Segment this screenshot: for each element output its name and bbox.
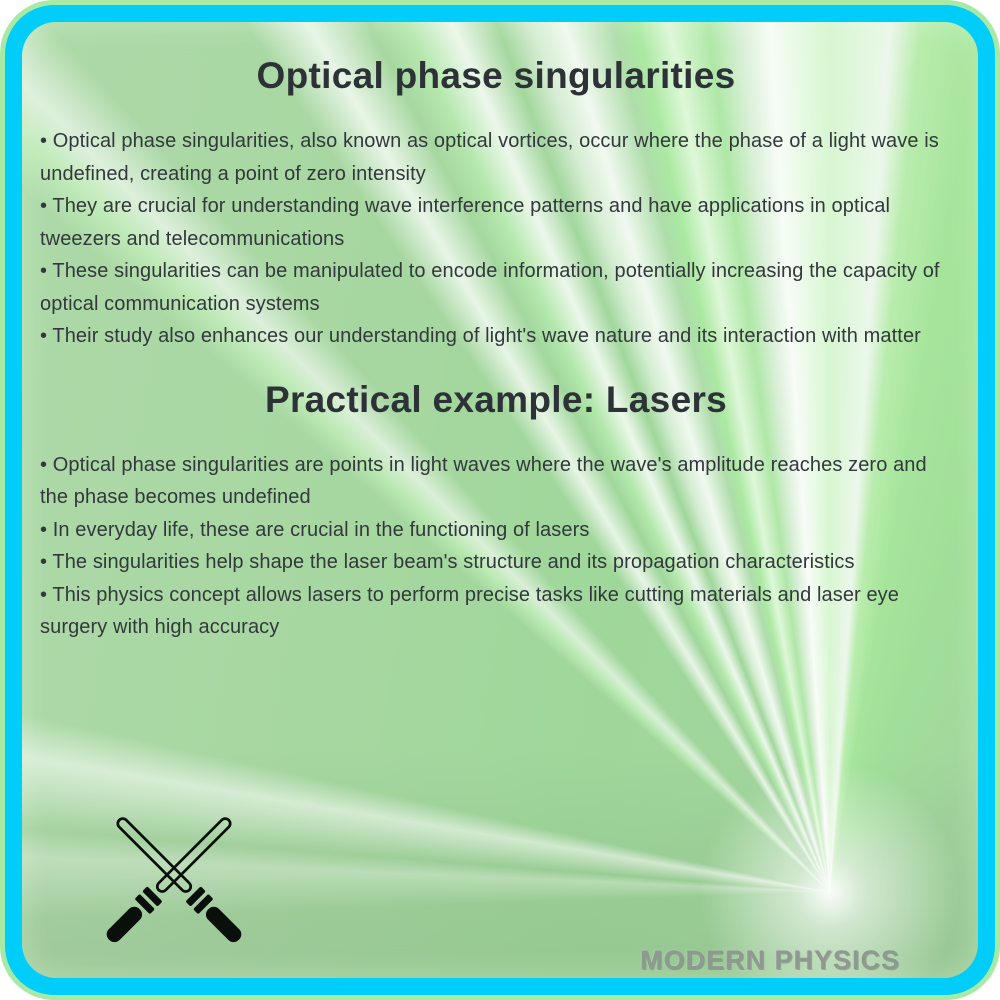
bullet-item: • Their study also enhances our understa… [40,325,921,347]
bullet-item: • Optical phase singularities are points… [40,453,927,509]
page-title: Optical phase singularities [256,55,736,96]
card-content: Optical phase singularities • Optical ph… [22,22,978,978]
section-heading: Practical example: Lasers [264,378,728,420]
bullet-item: • In everyday life, these are crucial in… [40,518,590,541]
bullet-item: • The singularities help shape the laser… [40,551,855,573]
example-bullet-list: • Optical phase singularities are points… [40,449,952,644]
intro-bullet-list: • Optical phase singularities, also know… [40,125,952,353]
bullet-item: • They are crucial for understanding wav… [40,195,891,250]
brand-watermark: MODERN PHYSICS [639,945,900,975]
crossed-lightsabers-icon [106,817,242,943]
bullet-item: • These singularities can be manipulated… [40,260,940,315]
bullet-item: • This physics concept allows lasers to … [40,583,900,639]
text-column: Optical phase singularities • Optical ph… [22,55,978,644]
bullet-item: • Optical phase singularities, also know… [40,130,939,185]
